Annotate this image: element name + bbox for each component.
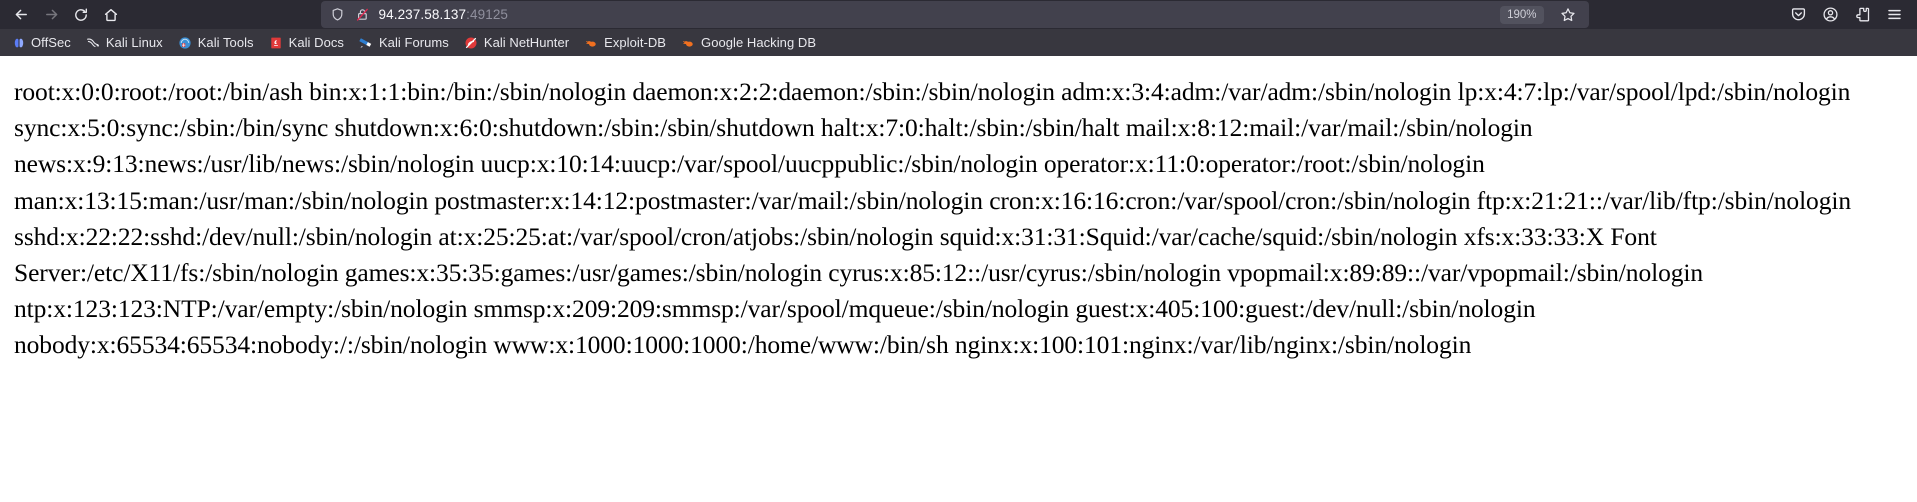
passwd-file-output: root:x:0:0:root:/root:/bin/ash bin:x:1:1… bbox=[14, 77, 1858, 360]
url-host: 94.237.58.137 bbox=[378, 7, 467, 22]
account-icon[interactable] bbox=[1815, 3, 1845, 27]
extensions-icon[interactable] bbox=[1847, 3, 1877, 27]
bookmark-label: Google Hacking DB bbox=[701, 35, 817, 50]
bookmark-label: Kali Tools bbox=[197, 35, 254, 50]
url-text: 94.237.58.137:49125 bbox=[379, 7, 509, 22]
offsec-icon bbox=[11, 35, 26, 50]
zoom-level-badge[interactable]: 190% bbox=[1500, 5, 1544, 24]
url-port: :49125 bbox=[466, 7, 509, 22]
shield-icon[interactable] bbox=[329, 6, 347, 24]
navigation-toolbar: 94.237.58.137:49125 190% bbox=[0, 0, 1917, 29]
bookmark-label: Exploit-DB bbox=[604, 35, 667, 50]
kali-docs-icon bbox=[269, 35, 284, 50]
bookmark-label: Kali NetHunter bbox=[483, 35, 570, 50]
exploit-db-icon bbox=[584, 35, 599, 50]
kali-nethunter-icon bbox=[464, 35, 479, 50]
kali-forums-icon bbox=[359, 35, 374, 50]
bookmark-label: Kali Linux bbox=[105, 35, 163, 50]
bookmark-star-icon[interactable] bbox=[1555, 3, 1581, 27]
bookmark-label: OffSec bbox=[31, 35, 71, 50]
kali-tools-icon bbox=[178, 35, 193, 50]
reload-icon bbox=[73, 7, 89, 23]
arrow-right-icon bbox=[43, 6, 60, 23]
forward-button[interactable] bbox=[36, 3, 66, 27]
bookmark-label: Kali Forums bbox=[378, 35, 449, 50]
home-button[interactable] bbox=[96, 3, 126, 27]
bookmarks-bar: OffSec Kali Linux Kali To bbox=[0, 29, 1917, 56]
home-icon bbox=[103, 7, 119, 23]
kali-dragon-icon bbox=[86, 35, 101, 50]
toolbar-right-icons bbox=[1783, 3, 1911, 27]
back-button[interactable] bbox=[6, 3, 36, 27]
hamburger-menu-icon[interactable] bbox=[1879, 3, 1909, 27]
page-content: root:x:0:0:root:/root:/bin/ash bin:x:1:1… bbox=[0, 56, 1917, 502]
urlbar-container: 94.237.58.137:49125 190% bbox=[126, 0, 1783, 29]
bookmark-offsec[interactable]: OffSec bbox=[4, 32, 78, 54]
bookmark-kali-tools[interactable]: Kali Tools bbox=[171, 32, 261, 54]
google-hacking-db-icon bbox=[681, 35, 696, 50]
bookmark-kali-nethunter[interactable]: Kali NetHunter bbox=[457, 32, 576, 54]
bookmark-google-hacking-db[interactable]: Google Hacking DB bbox=[674, 32, 823, 54]
pocket-icon[interactable] bbox=[1783, 3, 1813, 27]
lock-crossed-out-icon[interactable] bbox=[354, 6, 372, 24]
arrow-left-icon bbox=[13, 6, 30, 23]
bookmark-exploit-db[interactable]: Exploit-DB bbox=[577, 32, 673, 54]
bookmark-kali-linux[interactable]: Kali Linux bbox=[79, 32, 170, 54]
browser-chrome: 94.237.58.137:49125 190% bbox=[0, 0, 1917, 56]
reload-button[interactable] bbox=[66, 3, 96, 27]
url-input[interactable]: 94.237.58.137:49125 190% bbox=[320, 1, 1589, 28]
bookmark-kali-docs[interactable]: Kali Docs bbox=[262, 32, 351, 54]
bookmark-label: Kali Docs bbox=[288, 35, 344, 50]
bookmark-kali-forums[interactable]: Kali Forums bbox=[352, 32, 456, 54]
